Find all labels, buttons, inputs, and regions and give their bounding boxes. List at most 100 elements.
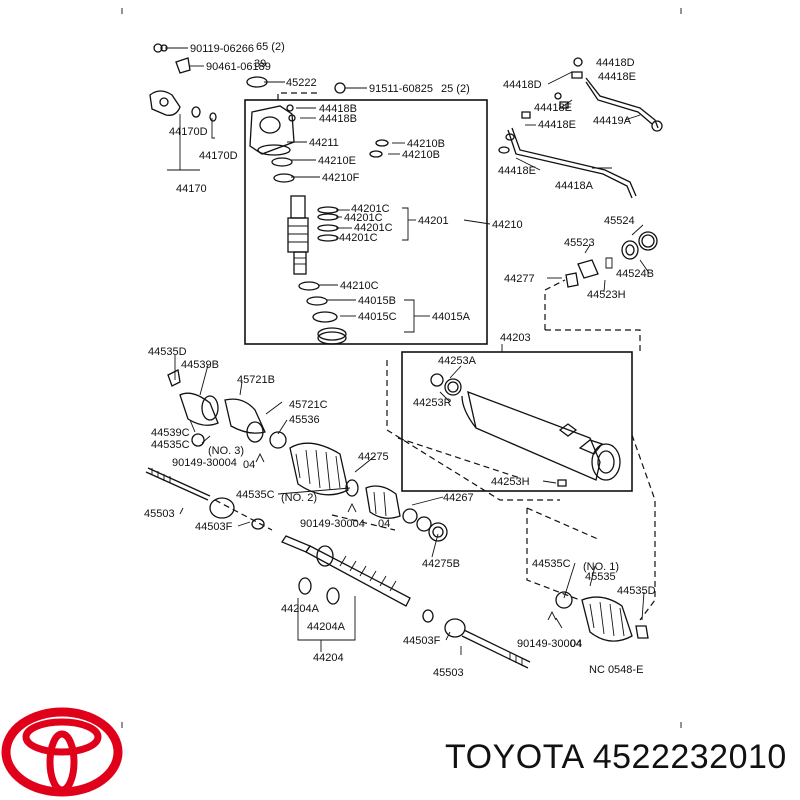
rack-housing-box (401, 351, 633, 492)
part-label: 44418E (598, 71, 636, 83)
part-label: 44201C (351, 203, 390, 215)
part-label: 44418E (534, 102, 572, 114)
part-label: 44275B (422, 558, 460, 570)
part-label: 44535C (151, 439, 190, 451)
part-label: 44210C (340, 280, 379, 292)
part-shapes (145, 43, 663, 669)
brand-part-number: TOYOTA 4522232010 (445, 738, 787, 776)
part-label: (NO. 2) (281, 492, 317, 504)
part-label: 04 (570, 638, 582, 650)
part-label: 44277 (504, 273, 535, 285)
part-label: 45503 (433, 667, 464, 679)
tie-rod-icon (422, 609, 531, 669)
part-label: 45721B (237, 374, 275, 386)
valve-housing-icon (249, 104, 296, 156)
part-label: 44201C (354, 222, 393, 234)
o-ring-icon (273, 173, 295, 183)
part-label: 44211 (309, 137, 339, 149)
washer-icon (246, 76, 268, 88)
part-label: 39 (254, 58, 266, 70)
part-label: 90149-30004 (517, 638, 582, 650)
part-label: 45536 (289, 414, 320, 426)
bolt-icon (153, 43, 168, 53)
part-label: 44539B (181, 359, 219, 371)
part-label: 44524B (616, 268, 654, 280)
part-label: 44418E (498, 165, 536, 177)
clip-icon (175, 57, 191, 74)
part-label: 90461-06189 (206, 61, 271, 73)
part-label: 25 (2) (441, 83, 470, 95)
seal-icon (317, 327, 347, 345)
part-label: 44201C (339, 232, 378, 244)
part-label: 44535C (532, 558, 571, 570)
tie-rod-icon (145, 467, 265, 530)
part-label: 44201 (418, 215, 449, 227)
part-label: 45222 (286, 77, 317, 89)
part-label: 44201C (344, 212, 383, 224)
part-label: 44535D (617, 585, 656, 597)
boot-icon (555, 591, 649, 642)
part-label: 44253R (413, 397, 452, 409)
o-ring-icon (271, 157, 293, 167)
clamp-icon (347, 502, 357, 513)
part-label: 44015C (358, 311, 397, 323)
part-label: 44210E (318, 155, 356, 167)
o-ring-icon (298, 281, 320, 291)
part-label: 44539C (151, 427, 190, 439)
part-label: NC 0548-E (589, 664, 643, 676)
pressure-tube-icon (498, 57, 663, 199)
control-valve-box (244, 99, 488, 345)
crop-marks (121, 8, 682, 728)
valve-shaft-icon (287, 195, 309, 275)
part-label: 44418A (555, 180, 594, 192)
part-label: 44418B (319, 103, 357, 115)
part-label: 44267 (443, 492, 474, 504)
part-label: 44418B (319, 113, 357, 125)
end-cap-icon (565, 231, 658, 288)
fitting-icon (149, 90, 217, 139)
part-label: 45523 (564, 237, 595, 249)
plug-icon (334, 82, 346, 94)
part-label: 44419A (593, 115, 632, 127)
part-label: 44015A (432, 311, 471, 323)
part-label: 90149-30004 (300, 518, 365, 530)
part-label: (NO. 3) (208, 445, 244, 457)
part-label: 44204A (281, 603, 320, 615)
part-label: 65 (2) (256, 41, 285, 53)
part-label: 90119-06266 (190, 43, 254, 55)
part-label: 44204A (307, 621, 346, 633)
part-label: 44210F (322, 172, 360, 184)
leader-lines (165, 47, 650, 655)
part-label: 45721C (289, 399, 328, 411)
boot-assembly-icon (167, 369, 448, 542)
steering-rack-icon (281, 535, 411, 607)
seal-ring-icon (317, 206, 339, 242)
part-label: 44210B (402, 149, 440, 161)
part-label: 44170D (199, 150, 238, 162)
part-label: 44523H (587, 289, 626, 301)
toyota-logo (1, 707, 123, 797)
o-ring-icon (312, 311, 338, 323)
dashed-guides (214, 92, 656, 621)
part-label: 44418D (596, 57, 635, 69)
part-label: 44170 (176, 183, 207, 195)
part-label: 44015B (358, 295, 396, 307)
part-label: 44503F (195, 521, 233, 533)
part-label: 45503 (144, 508, 175, 520)
part-label: 44253H (491, 476, 530, 488)
part-label: 90149-30004 (172, 457, 237, 469)
part-label: 91511-60825 (369, 83, 433, 95)
part-label: 44253A (438, 355, 477, 367)
part-label: 44503F (403, 635, 441, 647)
part-label: 44210 (492, 219, 523, 231)
part-label: 44535C (236, 489, 275, 501)
clamp-icon (547, 610, 557, 621)
part-label: 44203 (500, 332, 531, 344)
part-label: (NO. 1) (583, 561, 619, 573)
clamp-icon (255, 452, 265, 463)
part-label: 44418E (538, 119, 576, 131)
part-label: 45524 (604, 215, 635, 227)
part-label: 45535 (585, 571, 616, 583)
part-label: 44210B (407, 138, 445, 150)
